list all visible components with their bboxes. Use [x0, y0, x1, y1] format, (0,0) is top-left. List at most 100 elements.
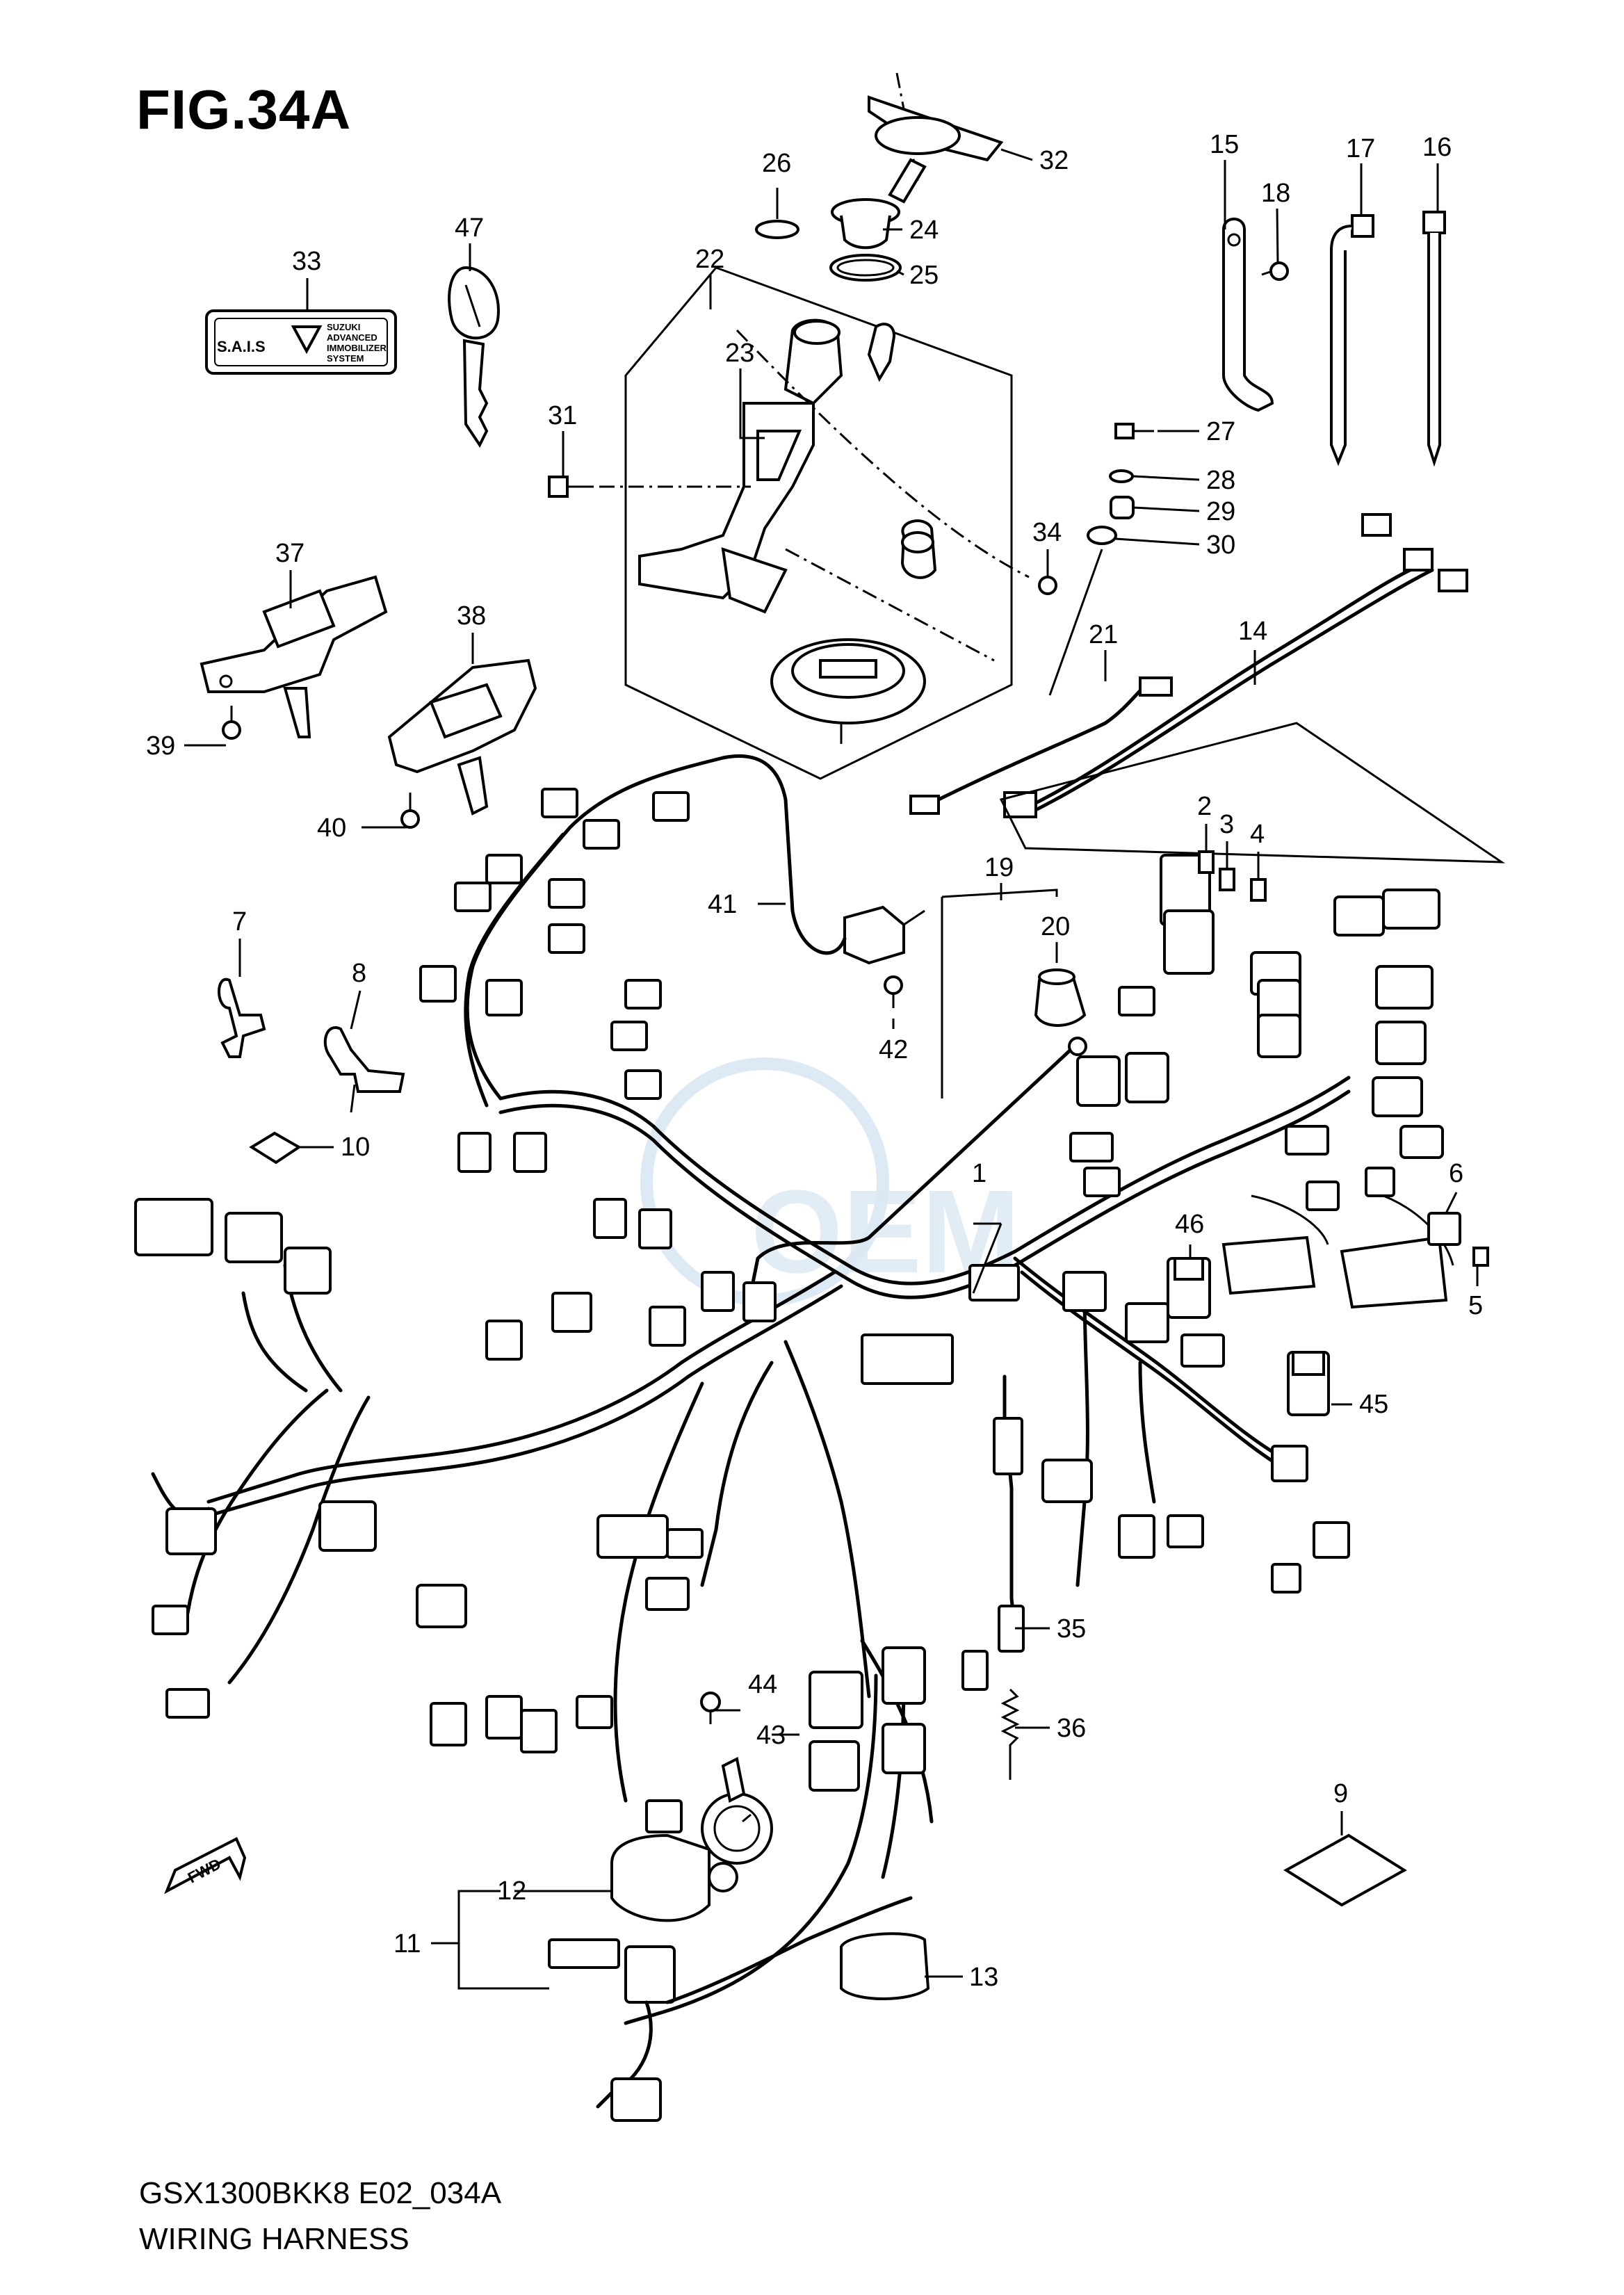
part-47-key-blank[interactable] — [448, 266, 500, 448]
decal-line-2: ADVANCED — [327, 332, 377, 343]
part-26-ring[interactable] — [755, 220, 799, 239]
callout-21: 21 — [1089, 620, 1118, 649]
part-28-washer[interactable] — [1109, 469, 1134, 483]
part-17-tie[interactable] — [1330, 214, 1374, 467]
part-45-relay[interactable] — [1287, 1351, 1330, 1416]
part-29-collar[interactable] — [1110, 496, 1135, 519]
part-30-grommet[interactable] — [1087, 526, 1117, 545]
callout-leaders — [184, 148, 1479, 1990]
callout-43: 43 — [756, 1721, 786, 1750]
connector-group[interactable] — [134, 788, 1454, 1833]
part-12-boot[interactable] — [610, 1833, 738, 1922]
callout-27: 27 — [1206, 417, 1235, 446]
callout-5: 5 — [1468, 1291, 1483, 1320]
callout-12: 12 — [497, 1876, 526, 1906]
callout-28: 28 — [1206, 466, 1235, 495]
callout-34: 34 — [1032, 518, 1062, 547]
part-16-tie[interactable] — [1422, 211, 1446, 467]
part-31-bolt[interactable] — [548, 476, 591, 498]
part-39-screw[interactable] — [222, 706, 241, 740]
callout-4: 4 — [1250, 820, 1265, 849]
callout-44: 44 — [748, 1670, 777, 1699]
callout-37: 37 — [275, 539, 304, 568]
part-43-horn[interactable] — [701, 1757, 773, 1865]
callout-40: 40 — [317, 813, 346, 843]
part-46-relay[interactable] — [1167, 1257, 1211, 1319]
part-21-harness[interactable] — [909, 676, 1173, 815]
decal-line-3: IMMOBILIZER — [327, 343, 387, 353]
part-8-clamp[interactable] — [323, 1026, 405, 1113]
part-32-bracket[interactable] — [868, 95, 1004, 204]
part-2-fuse[interactable] — [1198, 850, 1215, 874]
decal-line-1: SUZUKI — [327, 322, 360, 332]
part-6-fuse-cover[interactable] — [1427, 1212, 1461, 1246]
callout-3: 3 — [1219, 810, 1234, 839]
part-41-sensor[interactable] — [843, 905, 925, 965]
part-14-sub-harness[interactable] — [1003, 513, 1468, 818]
part-15-clamp[interactable] — [1222, 218, 1274, 412]
callout-8: 8 — [352, 959, 366, 988]
callout-19: 19 — [984, 853, 1014, 882]
part-22-ignition-switch-set[interactable] — [624, 266, 1013, 780]
part-35-sensor[interactable] — [993, 1374, 1025, 1653]
callout-6: 6 — [1449, 1159, 1463, 1188]
callout-26: 26 — [762, 149, 791, 178]
callout-42: 42 — [879, 1035, 908, 1064]
part-19-ground-cable[interactable] — [749, 889, 1087, 1295]
callout-15: 15 — [1210, 130, 1239, 159]
callout-41: 41 — [708, 890, 737, 919]
part-27-screw[interactable] — [1114, 423, 1154, 439]
part-5-fuse[interactable] — [1472, 1247, 1489, 1267]
part-18-bolt[interactable] — [1261, 261, 1289, 281]
part-11-harness[interactable] — [548, 1896, 913, 2122]
leader-23-34 — [736, 329, 1030, 578]
callout-24: 24 — [909, 216, 939, 245]
part-37-handlebar-switch[interactable] — [200, 575, 388, 738]
callout-10: 10 — [341, 1133, 370, 1162]
part-4-fuse[interactable] — [1250, 878, 1267, 902]
part-9-sheet[interactable] — [1283, 1833, 1407, 1907]
part-24-cap[interactable] — [831, 198, 900, 250]
model-code: GSX1300BKK8 E02_034A — [139, 2176, 502, 2210]
callout-38: 38 — [457, 601, 486, 631]
part-33-sais-decal[interactable]: S.A.I.S SUZUKI ADVANCED IMMOBILIZER SYST… — [205, 309, 397, 375]
part-3-fuse[interactable] — [1219, 868, 1235, 891]
callout-33: 33 — [292, 247, 321, 276]
diagram-caption: WIRING HARNESS — [139, 2222, 409, 2256]
part-44-bolt[interactable] — [700, 1692, 721, 1724]
callout-22: 22 — [695, 245, 724, 274]
callout-17: 17 — [1346, 134, 1375, 163]
callout-31: 31 — [548, 401, 577, 430]
callout-14: 14 — [1238, 617, 1267, 646]
callout-32: 32 — [1039, 146, 1069, 175]
callout-11: 11 — [393, 1929, 421, 1959]
callout-16: 16 — [1422, 133, 1452, 162]
callout-7: 7 — [232, 907, 247, 936]
part-23-ignition-switch[interactable] — [638, 318, 895, 614]
part-7-clamp[interactable] — [218, 978, 266, 1058]
part-10-pad[interactable] — [249, 1131, 302, 1165]
part-20-cap[interactable] — [1034, 968, 1087, 1027]
decal-line-4: SYSTEM — [327, 353, 364, 364]
part-1-main-harness[interactable] — [151, 754, 1351, 2025]
part-25-oring[interactable] — [829, 254, 902, 282]
part-36-spring[interactable] — [1000, 1688, 1020, 1780]
callout-1: 1 — [972, 1159, 986, 1188]
leader-fuelcap — [785, 548, 995, 662]
callout-36: 36 — [1057, 1714, 1086, 1743]
fwd-arrow-icon: FWD — [164, 1837, 247, 1895]
callout-45: 45 — [1359, 1390, 1388, 1419]
fuse-group-outline — [999, 722, 1506, 863]
part-40-screw[interactable] — [400, 793, 420, 829]
callout-18: 18 — [1261, 179, 1290, 208]
callout-labels: 1 2 3 4 5 6 7 8 9 10 11 12 13 14 15 16 1… — [146, 130, 1483, 1992]
seat-lock-cylinder[interactable] — [900, 519, 937, 579]
part-38-handlebar-switch[interactable] — [387, 658, 537, 816]
part-13-cover[interactable] — [840, 1932, 930, 2000]
figure-title: FIG.34A — [136, 79, 352, 140]
part-34-screw[interactable] — [1038, 556, 1057, 595]
callout-46: 46 — [1175, 1210, 1204, 1239]
part-42-bolt[interactable] — [884, 975, 903, 1008]
fuel-cap-lock[interactable] — [770, 638, 926, 744]
